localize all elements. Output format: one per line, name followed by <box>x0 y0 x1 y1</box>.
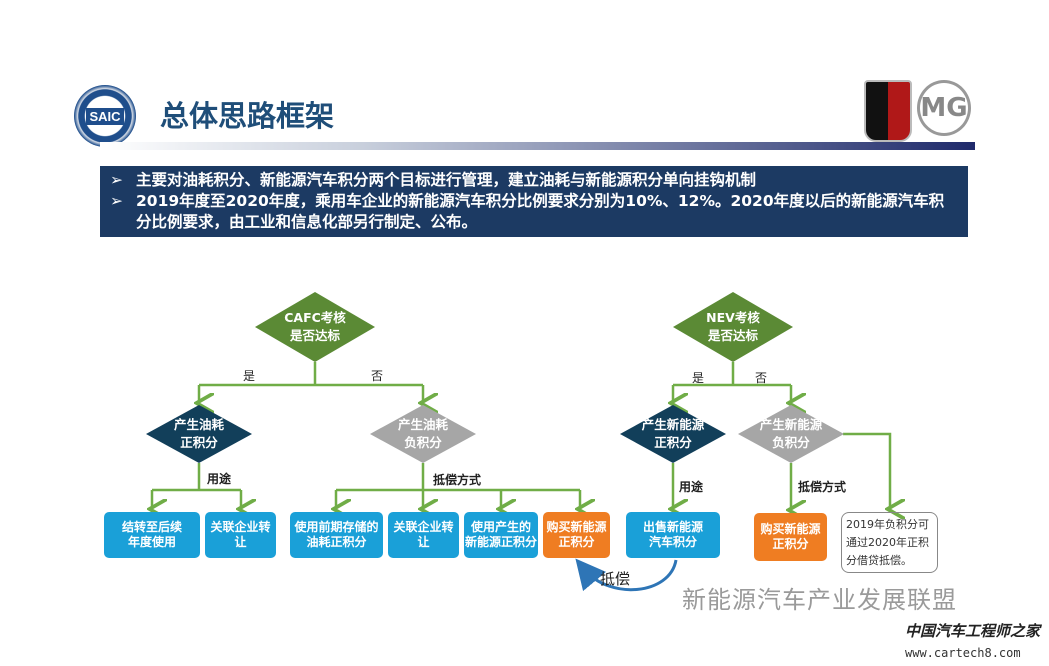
nev-positive-diamond: 产生新能源正积分 <box>620 405 726 463</box>
offset-link-label: 抵偿 <box>600 570 631 588</box>
sell-nev-credit-box: 出售新能源汽车积分 <box>626 512 720 558</box>
nev-credit-use-box: 使用产生的新能源正积分 <box>464 512 538 558</box>
site-name: 中国汽车工程师之家 <box>905 622 1041 640</box>
bullet-item: ➢主要对油耗积分、新能源汽车积分两个目标进行管理，建立油耗与新能源积分单向挂钩机… <box>110 171 757 189</box>
offset-label: 抵偿方式 <box>433 473 482 487</box>
cafc-decision-diamond: CAFC考核是否达标 <box>255 292 375 362</box>
page-title: 总体思路框架 <box>160 99 335 133</box>
offset-label: 抵偿方式 <box>798 480 847 494</box>
arrow-bullet-icon: ➢ <box>110 192 123 210</box>
saic-logo: SAIC <box>74 85 136 147</box>
borrow-note: 2019年负积分可通过2020年正积分借贷抵偿。 <box>841 512 938 573</box>
stored-credit-box: 使用前期存储的油耗正积分 <box>290 512 383 558</box>
watermark: 新能源汽车产业发展联盟 <box>682 586 957 614</box>
use-label: 用途 <box>207 472 232 486</box>
oil-negative-diamond: 产生油耗负积分 <box>370 405 476 463</box>
yes-label: 是 <box>692 371 705 385</box>
title-divider <box>100 142 975 150</box>
oil-positive-diamond: 产生油耗正积分 <box>146 405 252 463</box>
site-url: www.cartech8.com <box>905 646 1021 660</box>
use-label: 用途 <box>679 480 704 494</box>
buy-nev-credit-box: 购买新能源正积分 <box>543 512 610 558</box>
roewe-logo <box>864 80 912 142</box>
buy-nev-credit-box: 购买新能源正积分 <box>754 513 827 561</box>
yes-label: 是 <box>243 369 256 383</box>
nev-negative-diamond: 产生新能源负积分 <box>738 405 844 463</box>
affiliate-transfer-box: 关联企业转让 <box>388 512 459 558</box>
no-label: 否 <box>755 371 768 385</box>
no-label: 否 <box>371 369 384 383</box>
affiliate-transfer-box: 关联企业转让 <box>205 512 276 558</box>
mg-logo: MG <box>917 80 971 136</box>
bullet-item: ➢2019年度至2020年度，乘用车企业的新能源汽车积分比例要求分别为10%、1… <box>110 192 945 231</box>
summary-banner: ➢主要对油耗积分、新能源汽车积分两个目标进行管理，建立油耗与新能源积分单向挂钩机… <box>100 166 968 237</box>
nev-decision-diamond: NEV考核是否达标 <box>673 292 793 362</box>
arrow-bullet-icon: ➢ <box>110 171 123 189</box>
carry-forward-box: 结转至后续年度使用 <box>104 512 200 558</box>
